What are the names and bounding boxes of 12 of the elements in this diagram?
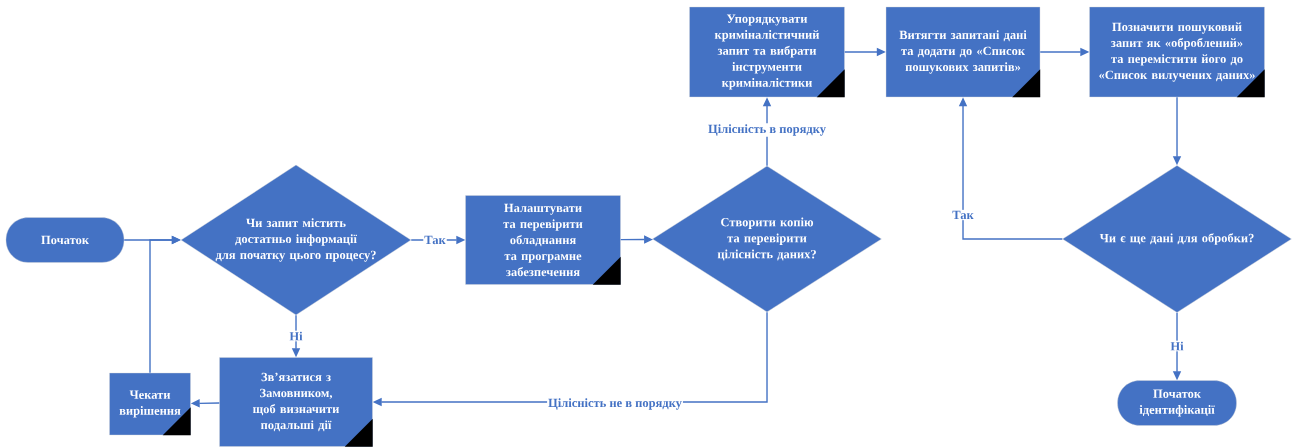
edge-label: Так bbox=[951, 209, 975, 221]
edge-label: Цілісність не в порядку bbox=[547, 397, 683, 411]
document-box: Чекати вирішення bbox=[109, 372, 191, 436]
document-box: Упорядкувати криміналістичний запит та вибрати інструменти криміналістики bbox=[689, 6, 845, 98]
edge-label: Ні bbox=[288, 330, 304, 342]
edge-label: Так bbox=[423, 234, 447, 246]
document-box: Витягти запитані дані та додати до «Список пошукових запитів» bbox=[885, 6, 1041, 98]
document-box: Налаштувати та перевірити обладнання та програмне забезпечення bbox=[465, 195, 621, 285]
document-box: Позначити пошуковий запит як «оброблений» та перемістити його до «Список вилучених даних» bbox=[1089, 6, 1265, 98]
edge-label: Ні bbox=[1169, 340, 1185, 352]
edge-label: Цілісність в порядку bbox=[707, 123, 827, 137]
document-box: Зв’язатися з Замовником, щоб визначити подальші дії bbox=[219, 357, 373, 447]
